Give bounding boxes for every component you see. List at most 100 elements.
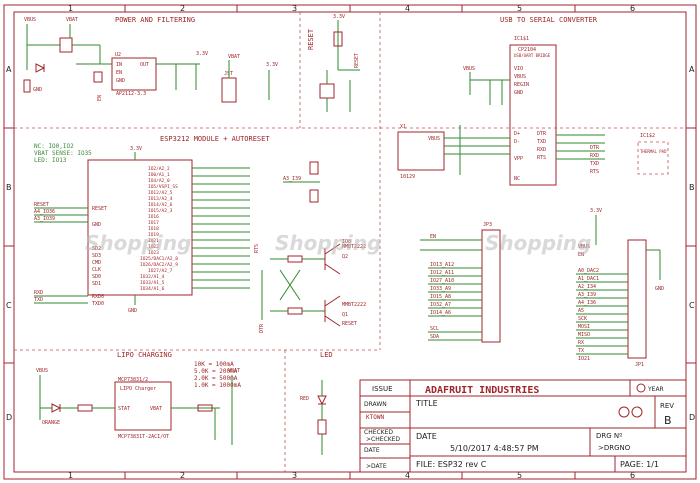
svg-text:A4_I36: A4_I36 <box>578 300 596 306</box>
jp1-header: JP1 3.3V VBUS EN A0_DAC2 A1_DAC1 A2_I34 … <box>576 208 664 368</box>
svg-text:CMD: CMD <box>92 260 101 266</box>
svg-text:VBUS: VBUS <box>463 66 475 72</box>
svg-text:IO32/A1_4: IO32/A1_4 <box>140 274 165 280</box>
svg-text:TX: TX <box>578 348 584 354</box>
svg-text:SD2: SD2 <box>92 246 101 252</box>
section-title-led: LED <box>320 351 333 359</box>
svg-text:VBAT: VBAT <box>228 368 240 374</box>
tb-company: ADAFRUIT INDUSTRIES <box>425 385 539 396</box>
svg-text:IO23: IO23 <box>148 250 159 256</box>
svg-text:VPP: VPP <box>514 156 523 162</box>
svg-text:3.3V: 3.3V <box>130 146 142 152</box>
svg-text:RESET: RESET <box>34 202 49 208</box>
svg-text:MCP73831/2: MCP73831/2 <box>118 377 148 383</box>
svg-text:RTS: RTS <box>537 155 546 161</box>
svg-text:SD1: SD1 <box>92 281 101 287</box>
svg-text:3.3V: 3.3V <box>590 208 602 214</box>
svg-text:IN: IN <box>116 62 122 68</box>
autoreset-circuit: A3_I39 RTS MMBT2222 Q2 IO0 DTR MMBT2222 … <box>254 161 366 333</box>
svg-text:SCK: SCK <box>578 316 587 322</box>
cp2104-chip <box>509 44 557 186</box>
svg-text:RESET: RESET <box>92 206 107 212</box>
section-title-usb: USB TO SERIAL CONVERTER <box>500 16 598 24</box>
svg-text:IO22: IO22 <box>148 244 159 250</box>
svg-text:A3_IO39: A3_IO39 <box>34 216 55 222</box>
svg-text:IO16: IO16 <box>148 214 159 220</box>
power-section: VBUS VBAT GND U2 IN OUT EN GND AP2112-3.… <box>23 17 278 103</box>
svg-text:A3_I39: A3_I39 <box>283 176 301 182</box>
svg-text:VBUS: VBUS <box>24 17 36 23</box>
svg-text:LIPO Charger: LIPO Charger <box>120 386 156 392</box>
svg-text:D+: D+ <box>514 131 520 137</box>
svg-text:VBUS: VBUS <box>578 244 590 250</box>
svg-text:Q1: Q1 <box>342 312 348 318</box>
svg-text:RESET: RESET <box>354 53 360 68</box>
esp32-module <box>87 159 193 296</box>
svg-text:RED: RED <box>300 396 309 402</box>
tb-date-value: 5/10/2017 4:48:57 PM <box>450 444 539 453</box>
svg-text:A5: A5 <box>578 308 584 314</box>
svg-text:IC1$2: IC1$2 <box>640 133 655 139</box>
svg-text:A1_DAC1: A1_DAC1 <box>578 276 599 282</box>
adafruit-logo-icon <box>618 383 646 418</box>
svg-text:IO19: IO19 <box>148 232 159 238</box>
svg-text:DTR: DTR <box>259 323 265 333</box>
led-section: RED <box>300 380 327 455</box>
svg-text:CLK: CLK <box>92 267 101 273</box>
mcp73831-chip <box>114 381 172 431</box>
tb-checked-label: CHECKED <box>364 429 393 436</box>
svg-text:NC: IO0,IO2: NC: IO0,IO2 <box>34 143 74 150</box>
svg-text:REGIN: REGIN <box>514 82 529 88</box>
svg-text:VBAT: VBAT <box>66 17 78 23</box>
svg-text:DTR: DTR <box>537 131 547 137</box>
section-title-esp: ESP3212 MODULE + AUTORESET <box>160 135 270 143</box>
svg-text:10129: 10129 <box>400 174 415 180</box>
svg-text:VBUS: VBUS <box>514 74 526 80</box>
svg-text:IO33/A1_5: IO33/A1_5 <box>140 280 165 286</box>
col-label-1-bottom: 1 <box>68 471 73 480</box>
svg-text:CP2104: CP2104 <box>518 47 536 53</box>
svg-text:IO27/A2_7: IO27/A2_7 <box>148 268 173 274</box>
svg-text:THERMAL PAD: THERMAL PAD <box>640 149 667 154</box>
svg-text:U2: U2 <box>115 52 121 58</box>
esp-section: NC: IO0,IO2 VBAT SENSE: IO35 LED: IO13 3… <box>34 143 250 314</box>
svg-text:RTS: RTS <box>590 169 599 175</box>
tb-rev-label: REV <box>660 402 674 410</box>
svg-text:IO12_A11: IO12_A11 <box>430 270 454 276</box>
col-label-1: 1 <box>68 4 73 13</box>
col-label-6: 6 <box>630 4 635 13</box>
svg-text:IO5/VSPI_SS: IO5/VSPI_SS <box>148 184 178 190</box>
svg-text:IO26/DAC2/A2_9: IO26/DAC2/A2_9 <box>140 262 178 268</box>
row-label-a: A <box>6 65 12 74</box>
svg-text:JP1: JP1 <box>635 362 644 368</box>
row-label-d-right: D <box>689 413 695 422</box>
svg-text:DTR: DTR <box>590 145 600 151</box>
col-label-2: 2 <box>180 4 185 13</box>
row-label-c: C <box>6 301 12 310</box>
row-label-a-right: A <box>689 65 695 74</box>
col-label-5-bottom: 5 <box>517 471 522 480</box>
svg-text:Shopping: Shopping <box>485 231 591 255</box>
svg-text:LED: IO13: LED: IO13 <box>34 157 67 164</box>
svg-text:GND: GND <box>92 222 101 228</box>
svg-text:GND: GND <box>116 78 125 84</box>
svg-text:IO4/A2_0: IO4/A2_0 <box>148 178 170 184</box>
svg-text:AP2112-3.3: AP2112-3.3 <box>116 91 146 97</box>
svg-text:IO0/A1_1: IO0/A1_1 <box>148 172 170 178</box>
col-label-4: 4 <box>405 4 410 13</box>
svg-text:VBUS: VBUS <box>428 136 440 142</box>
svg-text:USB/UART BRIDGE: USB/UART BRIDGE <box>514 53 551 58</box>
tb-file: FILE: ESP32 rev C <box>416 460 487 469</box>
svg-text:TXD0: TXD0 <box>92 301 104 307</box>
svg-text:SCL: SCL <box>430 326 439 332</box>
svg-text:EN: EN <box>578 252 584 258</box>
svg-text:JP3: JP3 <box>483 222 492 228</box>
svg-text:GND: GND <box>33 87 42 93</box>
svg-text:3.3V: 3.3V <box>266 62 278 68</box>
usb-section: IC1$1 CP2104 USB/UART BRIDGE VIO VBUS RE… <box>397 36 669 186</box>
section-title-power: POWER AND FILTERING <box>115 16 195 24</box>
svg-text:RX: RX <box>578 340 584 346</box>
svg-text:IO33_A9: IO33_A9 <box>430 286 451 292</box>
svg-text:MISO: MISO <box>578 332 590 338</box>
svg-text:IO21: IO21 <box>148 238 159 244</box>
